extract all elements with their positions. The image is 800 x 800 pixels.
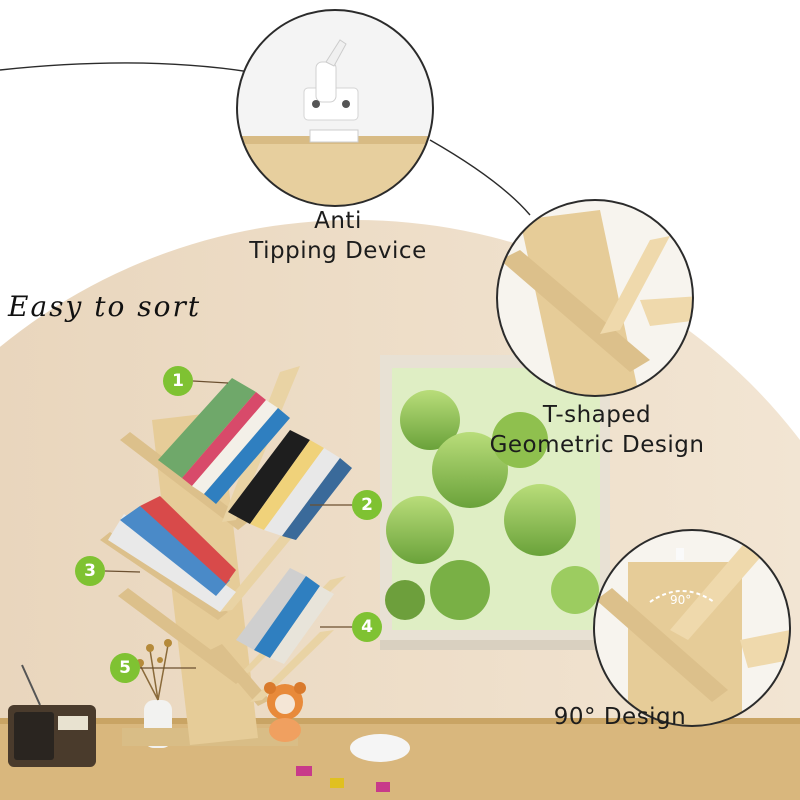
- marker-1: 1: [163, 366, 193, 396]
- detail-t-shaped: [497, 200, 693, 396]
- detail-circle-outline: [496, 199, 694, 397]
- radio: [8, 664, 96, 767]
- decorative-arc: [0, 62, 251, 73]
- angle-label: 90°: [670, 593, 691, 607]
- desk-dish: [350, 734, 410, 762]
- detail-circle-outline: [593, 529, 791, 727]
- marker-5: 5: [110, 653, 140, 683]
- marker-4: 4: [352, 612, 382, 642]
- toy-figure: [264, 682, 306, 742]
- anti-tipping-label: Anti Tipping Device: [249, 208, 427, 264]
- marker-leaders: [104, 380, 352, 669]
- decorative-arc: [429, 139, 531, 216]
- foliage: [385, 390, 599, 620]
- ninety-degree-label: 90° Design: [553, 704, 687, 730]
- marker-2: 2: [352, 490, 382, 520]
- detail-ninety: [594, 530, 790, 726]
- easy-to-sort-label: Easy to sort: [8, 290, 202, 323]
- marker-3: 3: [75, 556, 105, 586]
- t-shaped-label: T-shaped Geometric Design: [489, 402, 705, 458]
- detail-circle-outline: [236, 9, 434, 207]
- detail-anti-tipping: [237, 10, 433, 206]
- tree-bookshelf: [100, 366, 352, 746]
